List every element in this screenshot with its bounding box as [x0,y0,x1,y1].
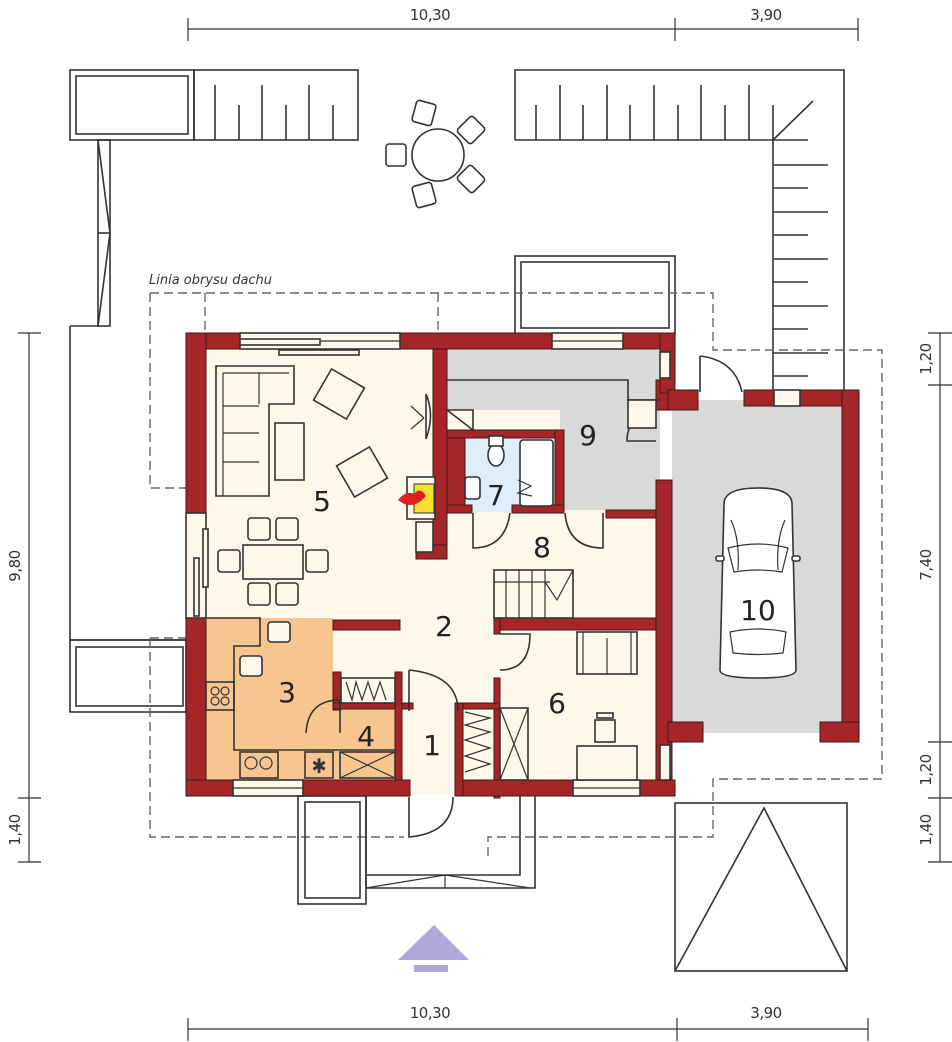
dimension-top-main: 10,30 [410,6,450,24]
room-number-3: 3 [278,676,296,709]
stove-icon [205,681,235,711]
dimension-right-3: 1,20 [917,754,935,785]
room-number-8: 8 [533,531,551,564]
entrance-arrow-icon [398,925,469,972]
dimension-right: 1,20 7,40 1,20 1,40 [917,332,952,863]
dimension-right-4: 1,40 [917,814,935,845]
room-labels: 1 2 3 4 5 6 7 8 9 10 [278,419,776,762]
dimension-left-porch: 1,40 [6,814,24,845]
bathroom-fixtures [464,435,554,507]
utility-fixtures [446,379,660,431]
room-number-6: 6 [548,687,566,720]
garden-table [385,99,486,209]
car-icon [715,487,801,679]
dimension-bottom-main: 10,30 [410,1004,450,1022]
terrace [69,69,845,713]
dimension-right-2: 7,40 [917,549,935,580]
doors [305,355,743,838]
roof-outline-label: Linia obrysu dachu [149,273,272,288]
dimension-bottom: 10,30 3,90 [187,1004,869,1041]
snowflake-icon: ✱ [304,751,334,779]
driveway [674,802,848,972]
room-number-7: 7 [487,479,505,512]
walls [185,332,860,799]
kitchen-fixtures: ✱ [205,617,396,779]
fireplace-icon [398,476,436,553]
dimension-top: 10,30 3,90 [187,6,859,41]
room-number-5: 5 [313,485,331,518]
room-number-4: 4 [357,720,375,753]
dimension-left: 9,80 1,40 [6,332,41,863]
room-number-1: 1 [423,729,441,762]
room6-furniture [462,631,638,781]
dimension-left-main: 9,80 [6,550,24,581]
living-furniture [193,338,432,617]
room-number-2: 2 [435,610,453,643]
roof-outline: Linia obrysu dachu [149,273,883,859]
sink-icon [239,751,279,779]
room-number-9: 9 [579,419,597,452]
svg-text:✱: ✱ [311,754,326,778]
dimension-right-1: 1,20 [917,343,935,374]
dimension-top-garage: 3,90 [750,6,781,24]
stairs-icon [493,569,574,619]
dimension-bottom-garage: 3,90 [750,1004,781,1022]
entrance-steps [297,795,536,905]
room-number-10: 10 [740,594,776,627]
